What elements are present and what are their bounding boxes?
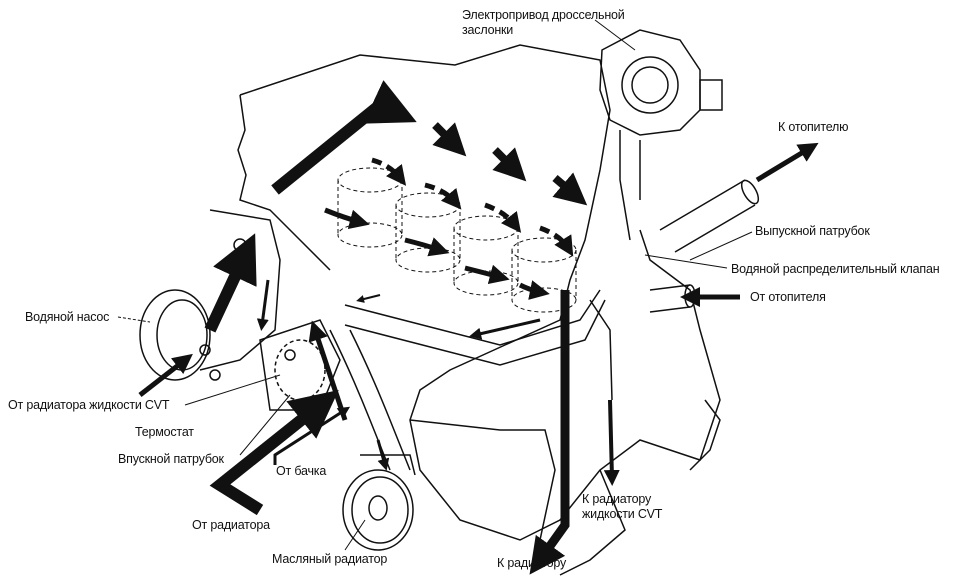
bypass-hose	[329, 289, 606, 471]
label-throttle-actuator: Электропривод дроссельной заслонки	[462, 8, 625, 37]
label-from-heater: От отопителя	[750, 290, 826, 304]
label-to-cvt-cooler: К радиатору жидкости CVT	[582, 492, 663, 521]
water-pump	[139, 209, 281, 381]
label-to-radiator: К радиатору	[497, 556, 567, 570]
to-cvt-cooler-arrow	[603, 399, 620, 486]
label-to-heater: К отопителю	[778, 120, 849, 134]
from-tank-arrow	[273, 406, 351, 465]
label-thermostat: Термостат	[135, 425, 194, 439]
from-cvt-cooler-arrow	[138, 353, 193, 397]
throttle-body	[599, 29, 723, 241]
from-radiator-arrow	[209, 390, 339, 516]
oil-cooler-shape	[342, 454, 416, 551]
leader-lines	[117, 19, 753, 551]
outlet-connector	[589, 299, 613, 401]
to-radiator-arrow	[529, 290, 570, 575]
bypass-flow-arrow-2	[356, 294, 381, 303]
oil-cooler-flow-arrow	[376, 439, 390, 471]
heater-pipe	[649, 179, 760, 313]
label-inlet-pipe: Впускной патрубок	[118, 452, 224, 466]
pump-down-arrow	[256, 279, 270, 331]
pump-flow-arrow	[204, 233, 257, 333]
coolant-flow-arrows	[271, 80, 588, 300]
label-outlet-pipe: Выпускной патрубок	[755, 224, 870, 238]
from-radiator-up-arrow	[308, 320, 348, 421]
bypass-flow-arrow	[469, 318, 541, 340]
label-water-valve: Водяной распределительный клапан	[731, 262, 940, 276]
label-from-tank: От бачка	[276, 464, 327, 478]
label-from-cvt-cooler: От радиатора жидкости CVT	[8, 398, 170, 412]
label-oil-cooler: Масляный радиатор	[272, 552, 388, 566]
label-from-radiator: От радиатора	[192, 518, 270, 532]
to-heater-arrow	[755, 142, 819, 183]
label-water-pump: Водяной насос	[25, 310, 110, 324]
